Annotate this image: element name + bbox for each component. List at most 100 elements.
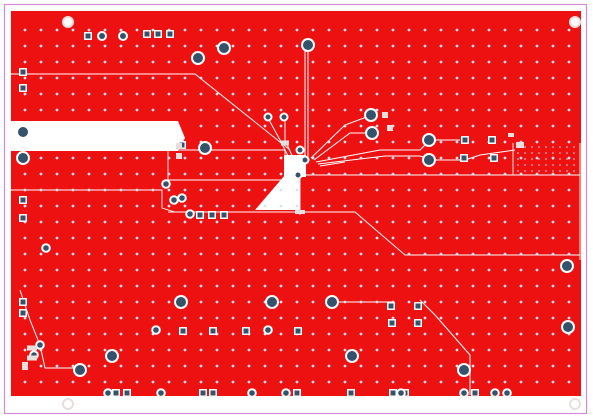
textured-dot	[517, 164, 519, 166]
stitch-via	[55, 252, 59, 256]
via-pad-5	[283, 390, 289, 396]
textured-dot	[531, 170, 533, 172]
stitch-via	[471, 300, 475, 304]
stitch-via	[487, 108, 491, 112]
stitch-via	[231, 252, 235, 256]
sq-pad-30	[462, 137, 468, 143]
stitch-via	[55, 268, 59, 272]
stitch-via	[455, 108, 459, 112]
stitch-via	[23, 348, 27, 352]
stitch-via	[327, 60, 331, 64]
stitch-via	[103, 76, 107, 80]
stitch-via	[55, 348, 59, 352]
stitch-via	[487, 348, 491, 352]
stitch-via	[503, 60, 507, 64]
stitch-via	[215, 28, 219, 32]
smd-pad-5	[382, 112, 388, 118]
stitch-via	[279, 204, 283, 208]
stitch-via	[247, 204, 251, 208]
stitch-via	[247, 316, 251, 320]
stitch-via	[471, 60, 475, 64]
stitch-via	[503, 140, 507, 144]
stitch-via	[343, 124, 347, 128]
stitch-via	[391, 76, 395, 80]
stitch-via	[119, 156, 123, 160]
stitch-via	[71, 76, 75, 80]
stitch-via	[343, 92, 347, 96]
textured-dot	[545, 152, 547, 154]
stitch-via	[519, 172, 523, 176]
stitch-via	[471, 268, 475, 272]
stitch-via	[55, 108, 59, 112]
stitch-via	[359, 332, 363, 336]
stitch-via	[327, 172, 331, 176]
stitch-via	[87, 380, 91, 384]
smd-pad-7	[516, 142, 524, 148]
keepout-bar	[11, 121, 185, 151]
stitch-via	[471, 124, 475, 128]
textured-dot	[531, 158, 533, 160]
stitch-via	[151, 156, 155, 160]
stitch-via	[487, 204, 491, 208]
stitch-via	[183, 316, 187, 320]
stitch-via	[183, 364, 187, 368]
stitch-via	[327, 364, 331, 368]
stitch-via	[359, 284, 363, 288]
stitch-via	[487, 156, 491, 160]
stitch-via	[567, 380, 571, 384]
stitch-via	[375, 92, 379, 96]
stitch-via	[263, 92, 267, 96]
stitch-via	[311, 204, 315, 208]
stitch-via	[23, 60, 27, 64]
stitch-via	[295, 108, 299, 112]
stitch-via	[55, 316, 59, 320]
stitch-via	[375, 188, 379, 192]
stitch-via	[23, 316, 27, 320]
stitch-via	[535, 76, 539, 80]
stitch-via	[343, 236, 347, 240]
stitch-via	[535, 124, 539, 128]
stitch-via	[487, 28, 491, 32]
stitch-via	[375, 76, 379, 80]
stitch-via	[23, 252, 27, 256]
stitch-via	[39, 92, 43, 96]
stitch-via	[567, 28, 571, 32]
stitch-via	[327, 284, 331, 288]
stitch-via	[567, 220, 571, 224]
stitch-via	[535, 268, 539, 272]
sq-pad-24	[415, 320, 421, 326]
stitch-via	[231, 268, 235, 272]
stitch-via	[231, 60, 235, 64]
stitch-via	[343, 252, 347, 256]
via-pad-2	[105, 390, 111, 396]
stitch-via	[231, 76, 235, 80]
stitch-via	[199, 380, 203, 384]
stitch-via	[39, 156, 43, 160]
round-pad-14	[75, 365, 85, 375]
stitch-via	[471, 364, 475, 368]
stitch-via	[407, 92, 411, 96]
stitch-via	[439, 284, 443, 288]
stitch-via	[87, 188, 91, 192]
stitch-via	[119, 300, 123, 304]
textured-dot	[573, 170, 575, 172]
stitch-via	[567, 300, 571, 304]
stitch-via	[455, 300, 459, 304]
sq-pad-11	[113, 390, 119, 396]
stitch-via	[535, 44, 539, 48]
stitch-via	[199, 220, 203, 224]
stitch-via	[391, 364, 395, 368]
stitch-via	[151, 316, 155, 320]
stitch-via	[151, 220, 155, 224]
stitch-via	[215, 268, 219, 272]
stitch-via	[359, 44, 363, 48]
stitch-via	[311, 364, 315, 368]
stitch-via	[263, 364, 267, 368]
stitch-via	[199, 172, 203, 176]
stitch-via	[231, 284, 235, 288]
stitch-via	[199, 92, 203, 96]
stitch-via	[151, 348, 155, 352]
stitch-via	[519, 284, 523, 288]
stitch-via	[455, 332, 459, 336]
sq-pad-5	[209, 212, 215, 218]
